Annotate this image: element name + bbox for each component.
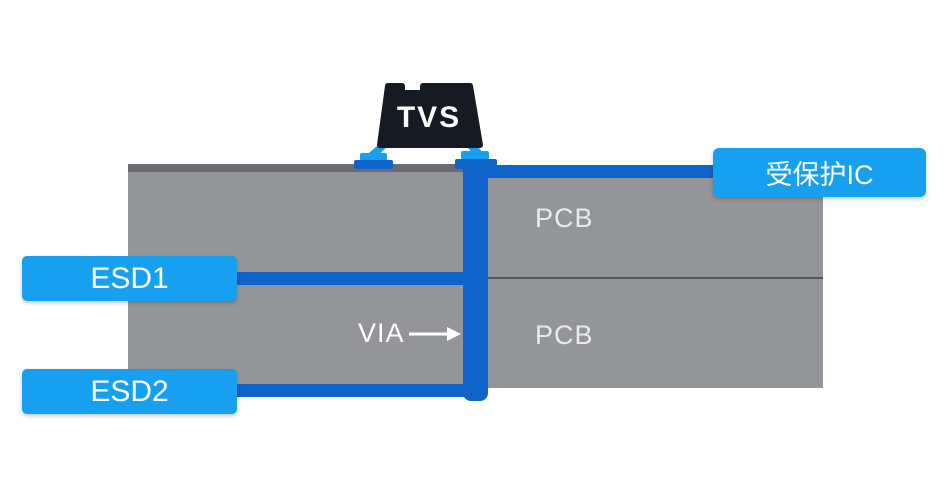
left-pad-top-icon — [360, 153, 387, 161]
pcb-label-bottom: PCB — [535, 320, 594, 350]
tvs-label: TVS — [396, 101, 462, 134]
pcb-layer-divider — [487, 277, 823, 279]
right-pad-top-icon — [461, 151, 489, 160]
tvs-body-icon — [377, 83, 483, 148]
pcb-top-edge — [128, 164, 463, 172]
protected-ic-label: 受保护IC — [713, 148, 926, 197]
pcb-label-top: PCB — [535, 203, 594, 233]
trace-to-protected-ic — [466, 165, 728, 178]
trace-esd2 — [230, 384, 482, 397]
via-label: VIA — [358, 318, 405, 348]
left-pad-base-icon — [354, 160, 393, 169]
esd1-label: ESD1 — [22, 256, 237, 301]
esd2-label: ESD2 — [22, 369, 237, 414]
tvs-component-icon — [354, 83, 497, 169]
right-arrow-icon — [408, 326, 461, 341]
via-barrel — [463, 156, 488, 401]
via-annotation: VIA — [358, 318, 461, 349]
trace-esd1 — [230, 272, 480, 285]
pcb-block-right-bottom: PCB — [487, 279, 823, 388]
right-pad-base-icon — [455, 159, 497, 169]
